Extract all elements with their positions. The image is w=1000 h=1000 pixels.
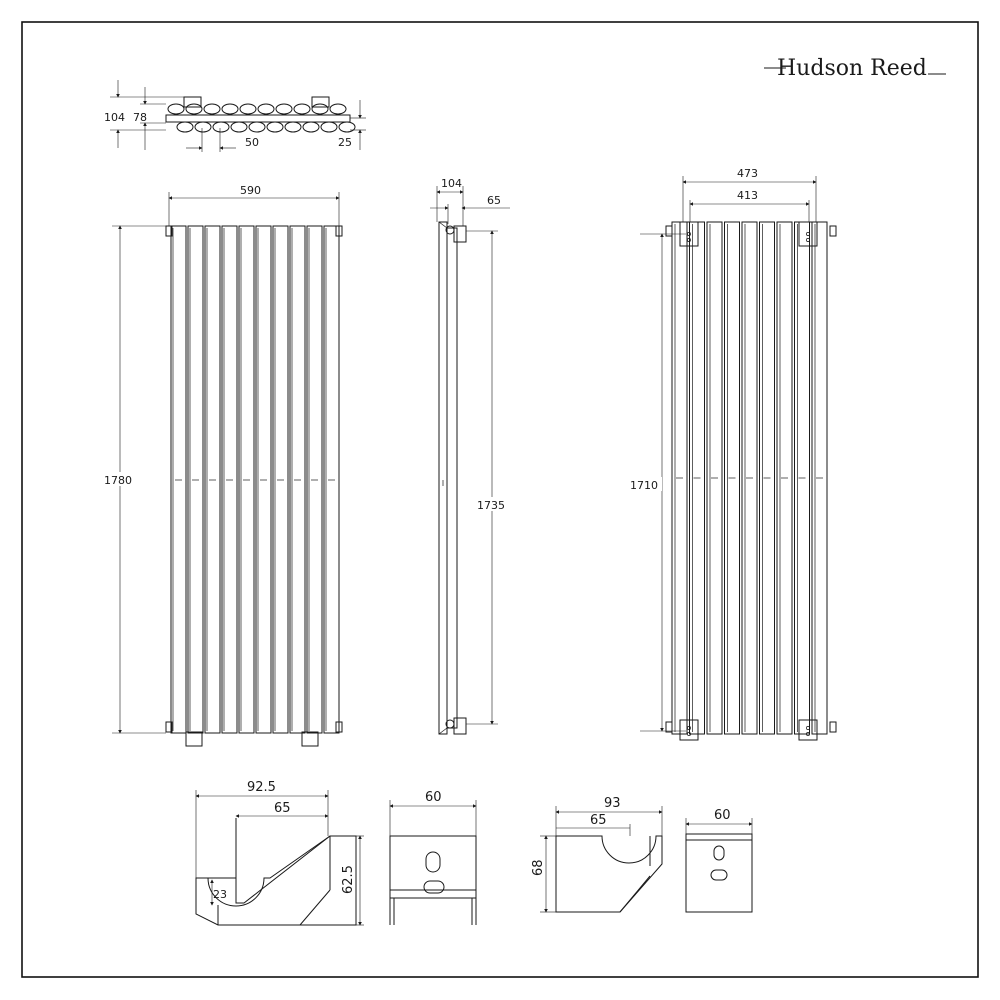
front-tube <box>204 225 221 734</box>
front-tube <box>272 225 289 734</box>
side-height-label: 1735 <box>477 499 505 512</box>
top-tube <box>275 103 293 115</box>
top-tube <box>338 121 356 133</box>
back-bracket-bl <box>679 719 699 741</box>
top-tube <box>176 121 194 133</box>
top-tube <box>239 103 257 115</box>
front-tube <box>187 225 204 734</box>
back-view: 473 413 1710 <box>628 167 837 741</box>
top-tube <box>302 121 320 133</box>
back-tube <box>706 221 723 735</box>
top-tube <box>203 103 221 115</box>
bracket2-round-hole <box>710 869 728 881</box>
back-bracket-outer-label: 473 <box>737 167 758 180</box>
top-tube <box>320 121 338 133</box>
back-tube <box>724 221 740 735</box>
top-tube <box>221 103 239 115</box>
back-tube <box>759 221 775 735</box>
front-tube <box>238 225 255 734</box>
top-depth-inner-label: 78 <box>133 111 147 124</box>
top-tube <box>248 121 266 133</box>
back-bracket-tr <box>798 221 818 247</box>
brand-name: Hudson Reed <box>777 56 927 81</box>
top-tube <box>185 103 203 115</box>
bracket2-slot-hole <box>713 845 725 861</box>
top-pitch-label: 50 <box>245 136 259 149</box>
front-tube <box>323 225 340 734</box>
front-tube <box>221 225 238 734</box>
top-tube <box>167 103 185 115</box>
bracket1-round-hole <box>423 880 445 894</box>
top-view: 104 78 50 25 <box>104 80 366 152</box>
bracket2-width-label: 60 <box>714 808 731 823</box>
bracket-front-view-2: 60 <box>685 808 753 913</box>
back-tube <box>741 221 758 735</box>
bracket1-radius-label: 23 <box>213 888 227 901</box>
top-tube <box>293 103 311 115</box>
top-tube <box>329 103 347 115</box>
top-tube <box>194 121 212 133</box>
back-height-label: 1710 <box>630 479 658 492</box>
top-tube <box>311 103 329 115</box>
top-offset-label: 25 <box>338 136 352 149</box>
front-tube <box>170 225 187 734</box>
back-tube <box>811 221 828 735</box>
side-depth-label: 104 <box>441 177 462 190</box>
top-tube <box>257 103 275 115</box>
bracket1-slot-hole <box>425 851 441 873</box>
bracket2-reach-label: 65 <box>590 813 607 828</box>
top-tube <box>284 121 302 133</box>
front-tube <box>289 225 306 734</box>
bracket2-height-label: 68 <box>531 859 546 876</box>
top-tube <box>212 121 230 133</box>
bracket1-height-label: 62.5 <box>341 865 356 894</box>
back-bracket-inner-label: 413 <box>737 189 758 202</box>
bracket-side-view-1: 92.5 65 62.5 23 <box>195 780 364 926</box>
bracket1-width-label: 60 <box>425 790 442 805</box>
bracket-side-view-2: 93 65 68 <box>531 796 663 913</box>
drawing-frame <box>21 21 979 978</box>
bracket1-reach-label: 65 <box>274 801 291 816</box>
brand-logo: Hudson Reed <box>764 56 946 81</box>
bracket-front-view-1: 60 <box>389 790 477 925</box>
front-tube <box>255 225 272 734</box>
front-tube <box>306 225 323 734</box>
side-view: 104 65 1735 <box>430 177 510 735</box>
side-offset-label: 65 <box>487 194 501 207</box>
bracket1-length-label: 92.5 <box>247 780 276 795</box>
back-tube <box>776 221 793 735</box>
front-width-label: 590 <box>240 184 261 197</box>
front-height-label: 1780 <box>104 474 132 487</box>
bracket2-length-label: 93 <box>604 796 621 811</box>
top-tube <box>230 121 248 133</box>
top-depth-total-label: 104 <box>104 111 125 124</box>
front-view: 590 1780 <box>102 184 343 747</box>
top-tube <box>266 121 284 133</box>
back-bracket-br <box>798 719 818 741</box>
